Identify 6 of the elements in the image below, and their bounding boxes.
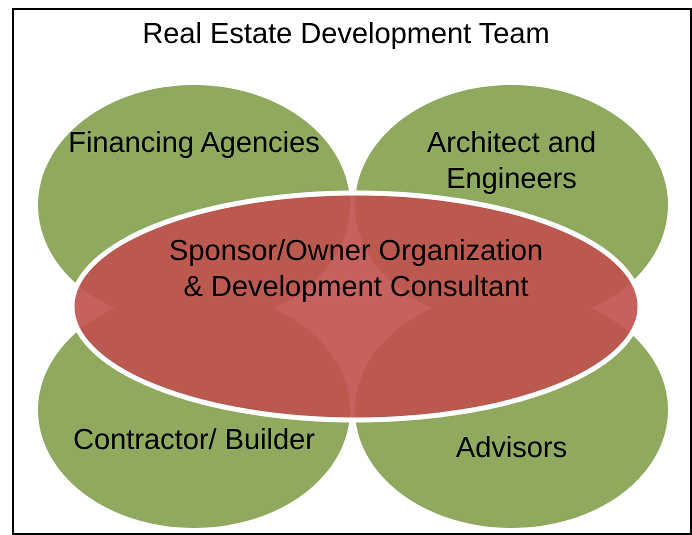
ellipse-label: Architect and Engineers [426,126,598,197]
ellipse-label: Sponsor/Owner Organization & Development Consultant [168,234,544,305]
ellipse-label: Contractor/ Builder [72,423,316,458]
ellipse-label: Advisors [454,431,568,466]
ellipse-label: Financing Agencies [67,126,321,161]
diagram-title: Real Estate Development Team [142,18,550,51]
